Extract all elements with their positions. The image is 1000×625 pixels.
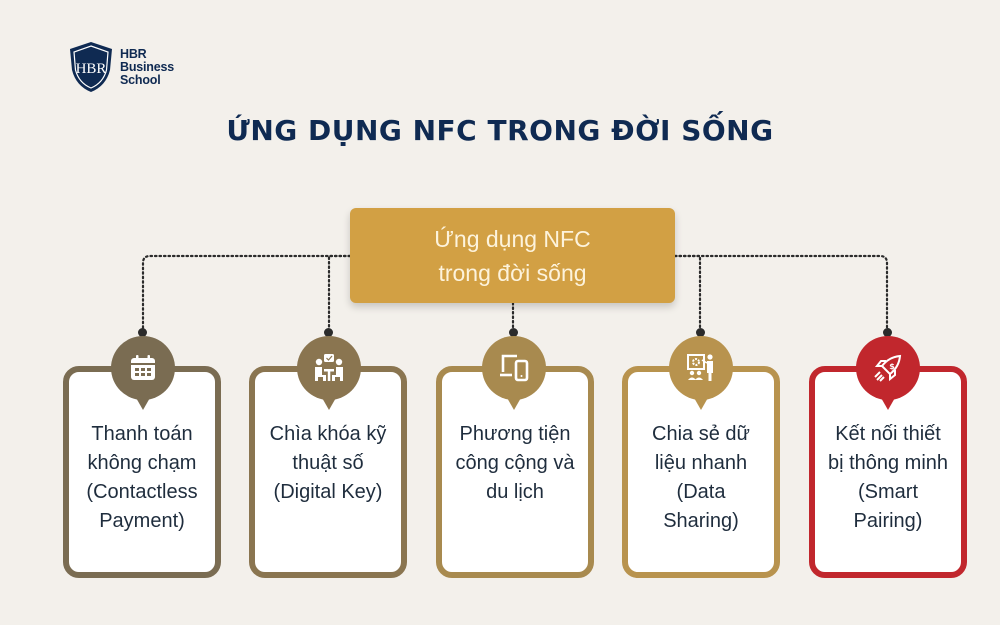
devices-icon xyxy=(482,336,546,410)
hbr-logo: HBR HBR Business School xyxy=(68,40,174,94)
calendar-icon xyxy=(111,336,175,410)
root-label-line: Ứng dụng NFC xyxy=(434,225,591,252)
page-title: ỨNG DỤNG NFC TRONG ĐỜI SỐNG xyxy=(226,114,774,147)
root-label-line: trong đời sống xyxy=(438,259,587,286)
root-node: Ứng dụng NFC trong đời sống xyxy=(350,208,675,303)
logo-wordmark: HBR Business School xyxy=(120,46,174,87)
logo-line: School xyxy=(120,72,161,87)
logo-line: Business xyxy=(120,59,174,74)
presentation-icon xyxy=(669,336,733,410)
connector-dot xyxy=(138,328,147,337)
connector-dot xyxy=(509,328,518,337)
svg-text:$: $ xyxy=(889,362,895,371)
connector-dot xyxy=(696,328,705,337)
connector-dot xyxy=(324,328,333,337)
shield-logo-icon: HBR xyxy=(70,42,112,92)
connector-dot xyxy=(883,328,892,337)
logo-line: HBR xyxy=(120,46,147,61)
meeting-approval-icon xyxy=(297,336,361,410)
rocket-dollar-icon: $ xyxy=(856,336,920,410)
svg-text:HBR: HBR xyxy=(76,61,107,77)
